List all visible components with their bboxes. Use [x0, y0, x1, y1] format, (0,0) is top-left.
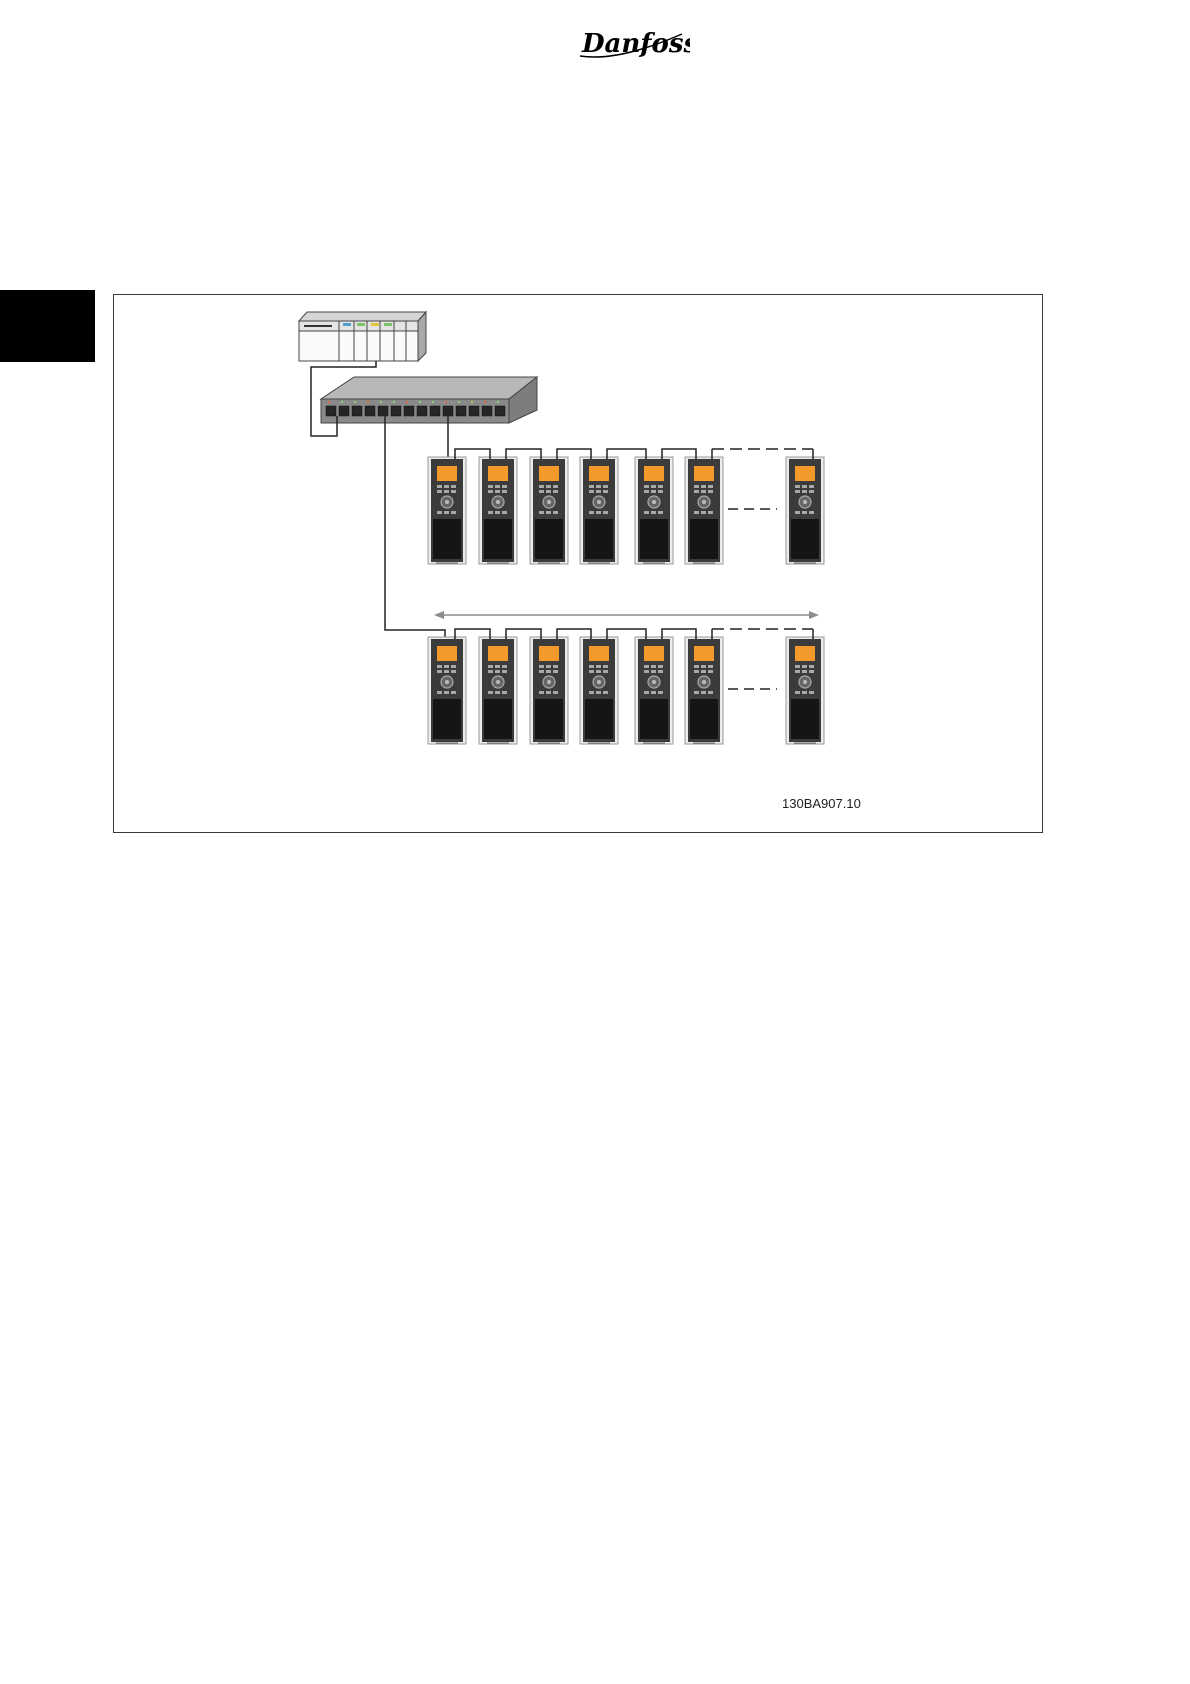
row1-drive-3	[530, 457, 568, 564]
row2-drive-6	[685, 637, 723, 744]
row1-drive-5	[635, 457, 673, 564]
row2-drive-4	[580, 637, 618, 744]
svg-text:Danfoss: Danfoss	[581, 29, 690, 59]
chapter-side-tab	[0, 290, 95, 362]
network-topology-figure: 130BA907.10	[113, 294, 1043, 833]
row-span-arrow	[434, 611, 819, 619]
drive-display	[589, 646, 609, 661]
row2-drive-7	[786, 637, 824, 744]
drive-display	[644, 646, 664, 661]
row1-drive-4	[580, 457, 618, 564]
drive-display	[795, 646, 815, 661]
drive-display	[488, 646, 508, 661]
drive-display	[589, 466, 609, 481]
drive-display	[539, 646, 559, 661]
danfoss-logo: Danfoss	[578, 22, 690, 64]
ethernet-switch	[321, 377, 537, 423]
drive-display	[694, 466, 714, 481]
drive-display	[539, 466, 559, 481]
row2-drive-2	[479, 637, 517, 744]
drive-display	[437, 466, 457, 481]
row1-drive-7	[786, 457, 824, 564]
row2-drive-1	[428, 637, 466, 744]
drive-display	[488, 466, 508, 481]
row1-drive-2	[479, 457, 517, 564]
drive-display	[694, 646, 714, 661]
row2-drive-3	[530, 637, 568, 744]
plc-controller	[299, 312, 426, 361]
row2-drive-5	[635, 637, 673, 744]
figure-code: 130BA907.10	[782, 796, 861, 811]
topology-diagram	[114, 295, 1044, 834]
drive-display	[437, 646, 457, 661]
row1-drive-6	[685, 457, 723, 564]
drive-display	[795, 466, 815, 481]
drive-display	[644, 466, 664, 481]
row1-drive-1	[428, 457, 466, 564]
